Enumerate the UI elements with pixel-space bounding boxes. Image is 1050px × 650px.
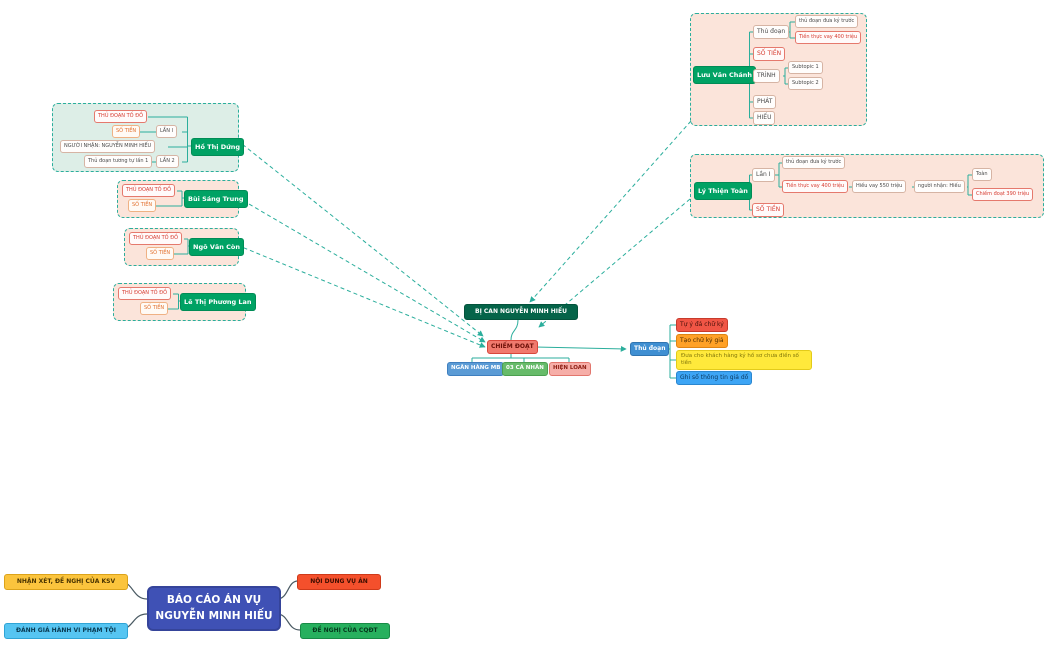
- topic-lpl-thu-doan[interactable]: THỦ ĐOẠN TỐ ĐỒ: [118, 287, 172, 300]
- topic-lvc-tien-thuc-vay[interactable]: Tiền thực vay 400 triệu: [795, 31, 862, 44]
- link-bui-sang-trung-to-center: [236, 196, 486, 343]
- topic-lvc-trinh[interactable]: TRÌNH: [753, 69, 780, 83]
- topic-bst-so-tien[interactable]: SỐ TIỀN: [128, 199, 157, 212]
- topic-lvc-subtopic-2[interactable]: Subtopic 2: [788, 77, 823, 90]
- topic-htd-tuong-tu[interactable]: Thủ đoạn tương tự lần 1: [84, 155, 153, 168]
- topic-htd-thu-doan[interactable]: THỦ ĐOẠN TỐ ĐỒ: [94, 110, 148, 123]
- topic-nvc-so-tien[interactable]: SỐ TIỀN: [146, 247, 175, 260]
- topic-de-nghi-cqdt[interactable]: ĐỀ NGHỊ CỦA CQĐT: [300, 623, 390, 639]
- topic-htd-lan-1[interactable]: LẦN I: [156, 125, 178, 138]
- topic-ghi-so-thong-tin-gia[interactable]: Ghi số thông tin giả dố: [676, 371, 753, 385]
- topic-ngan-hang-mb[interactable]: NGÂN HÀNG MB: [447, 362, 505, 376]
- topic-nhan-xet-de-nghi-ksv[interactable]: NHẬN XÉT, ĐỀ NGHỊ CỦA KSV: [4, 574, 128, 590]
- topic-ho-thi-dung[interactable]: Hồ Thị Dứng: [191, 138, 245, 156]
- link-ngo-van-con-to-center: [236, 244, 486, 348]
- topic-lvc-thu-doan[interactable]: Thủ đoạn: [753, 25, 790, 39]
- topic-bao-cao-an-vu[interactable]: BÁO CÁO ÁN VỤ NGUYỄN MINH HIẾU: [147, 586, 281, 631]
- topic-ltt-so-tien[interactable]: SỐ TIỀN: [752, 203, 785, 217]
- topic-le-thi-phuong-lan[interactable]: Lê Thị Phương Lan: [180, 293, 256, 311]
- topic-lpl-so-tien[interactable]: SỐ TIỀN: [140, 302, 169, 315]
- topic-03-ca-nhan[interactable]: 03 CÁ NHÂN: [502, 362, 548, 376]
- link-luu-van-chanh-to-center: [529, 120, 692, 303]
- topic-htd-so-tien[interactable]: SỐ TIỀN: [112, 125, 141, 138]
- topic-bui-sang-trung[interactable]: Bùi Sáng Trung: [184, 190, 248, 208]
- topic-ltt-toan[interactable]: Toàn: [972, 168, 992, 181]
- topic-ltt-tien-thuc-vay[interactable]: Tiền thực vay 400 triệu: [782, 180, 849, 193]
- link-ho-thi-dung-to-center: [236, 139, 484, 337]
- topic-bst-thu-doan[interactable]: THỦ ĐOẠN TỐ ĐỒ: [122, 184, 176, 197]
- topic-htd-nguoi-nhan[interactable]: NGƯỜI NHẬN: NGUYỄN MINH HIẾU: [60, 140, 156, 153]
- topic-tu-y-da-chu-ky[interactable]: Tự ý đá chữ ký: [676, 318, 728, 332]
- topic-lvc-phat[interactable]: PHÁT: [753, 95, 777, 109]
- topic-nvc-thu-doan[interactable]: THỦ ĐOẠN TỐ ĐỒ: [129, 232, 183, 245]
- topic-ltt-nguoi-nhan[interactable]: người nhận: Hiếu: [914, 180, 965, 193]
- report-title-line1: BÁO CÁO ÁN VỤ: [166, 593, 262, 606]
- topic-ly-thien-toan[interactable]: Lý Thiện Toàn: [694, 182, 752, 200]
- topic-chiem-doat[interactable]: CHIẾM ĐOẠT: [487, 340, 538, 354]
- topic-luu-van-chanh[interactable]: Lưu Văn Chánh: [693, 66, 757, 84]
- topic-bi-can-nguyen-minh-hieu[interactable]: BỊ CAN NGUYỄN MINH HIẾU: [464, 304, 578, 320]
- topic-noi-dung-vu-an[interactable]: NỘI DUNG VỤ ÁN: [297, 574, 381, 590]
- topic-ngo-van-con[interactable]: Ngô Văn Còn: [189, 238, 244, 256]
- topic-ltt-lan-1[interactable]: Lần I: [752, 168, 775, 182]
- topic-ltt-chiem-doat-390[interactable]: Chiếm đoạt 390 triệu: [972, 188, 1034, 201]
- report-title-line2: NGUYỄN MINH HIẾU: [155, 609, 273, 622]
- topic-lvc-hieu[interactable]: HIẾU: [753, 111, 776, 125]
- topic-ltt-hieu-vay[interactable]: Hiếu vay 550 triệu: [852, 180, 907, 193]
- topic-htd-lan-2[interactable]: LẦN 2: [156, 155, 179, 168]
- topic-lvc-subtopic-1[interactable]: Subtopic 1: [788, 61, 823, 74]
- topic-tao-chu-ky-gia[interactable]: Tạo chữ ký giả: [676, 334, 728, 348]
- topic-lvc-dua-ky-truoc[interactable]: thủ đoạn đưa ký trước: [795, 15, 859, 28]
- topic-ky-ho-so-chua-dien-so-tien[interactable]: Đưa cho khách hàng ký hồ sơ chưa điền số…: [676, 350, 812, 371]
- topic-ltt-dua-ky-truoc[interactable]: thủ đoạn đưa ký trước: [782, 156, 846, 169]
- topic-lvc-so-tien[interactable]: SỐ TIỀN: [753, 47, 786, 61]
- topic-danh-gia-hanh-vi[interactable]: ĐÁNH GIÁ HÀNH VI PHẠM TỘI: [4, 623, 128, 639]
- topic-thu-doan-hub[interactable]: Thủ đoạn: [630, 342, 670, 356]
- topic-hien-loan[interactable]: HIỆN LOAN: [549, 362, 591, 376]
